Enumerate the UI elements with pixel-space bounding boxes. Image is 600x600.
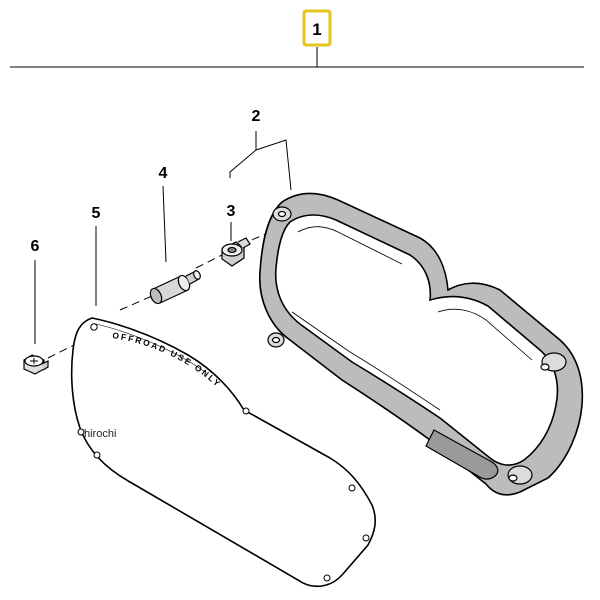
callout-2-label: 2 — [252, 108, 261, 125]
callout-2-leader-frame — [255, 139, 292, 191]
frame-bottom-slot — [425, 429, 499, 480]
callout-5: 5 — [92, 205, 101, 306]
callout-3: 3 — [227, 203, 236, 241]
cover-plate-holes — [77, 323, 370, 582]
callout-3-label: 3 — [227, 203, 236, 220]
screw-part — [23, 354, 49, 375]
callout-2-bracket — [229, 131, 257, 178]
callout-4-label: 4 — [159, 165, 168, 182]
callout-5-label: 5 — [92, 205, 101, 222]
frame-mount-bosses — [267, 206, 567, 485]
pin-part — [149, 270, 201, 305]
main-callout-label: 1 — [312, 20, 321, 39]
frame-inner — [274, 214, 559, 466]
callout-4-leader — [162, 185, 167, 263]
callout-6: 6 — [31, 238, 40, 344]
cover-plate-part: OFFROAD USE ONLY — [70, 317, 377, 588]
callout-2: 2 — [229, 108, 292, 191]
callout-4: 4 — [159, 165, 168, 263]
watermark-text: hirochi — [84, 428, 116, 440]
main-callout-highlight-box — [302, 9, 332, 47]
main-callout: 1 — [10, 9, 584, 68]
cover-plate-outline — [70, 317, 377, 588]
grommet-part — [221, 237, 251, 267]
instrument-frame-part — [259, 192, 584, 496]
callout-6-label: 6 — [31, 238, 40, 255]
